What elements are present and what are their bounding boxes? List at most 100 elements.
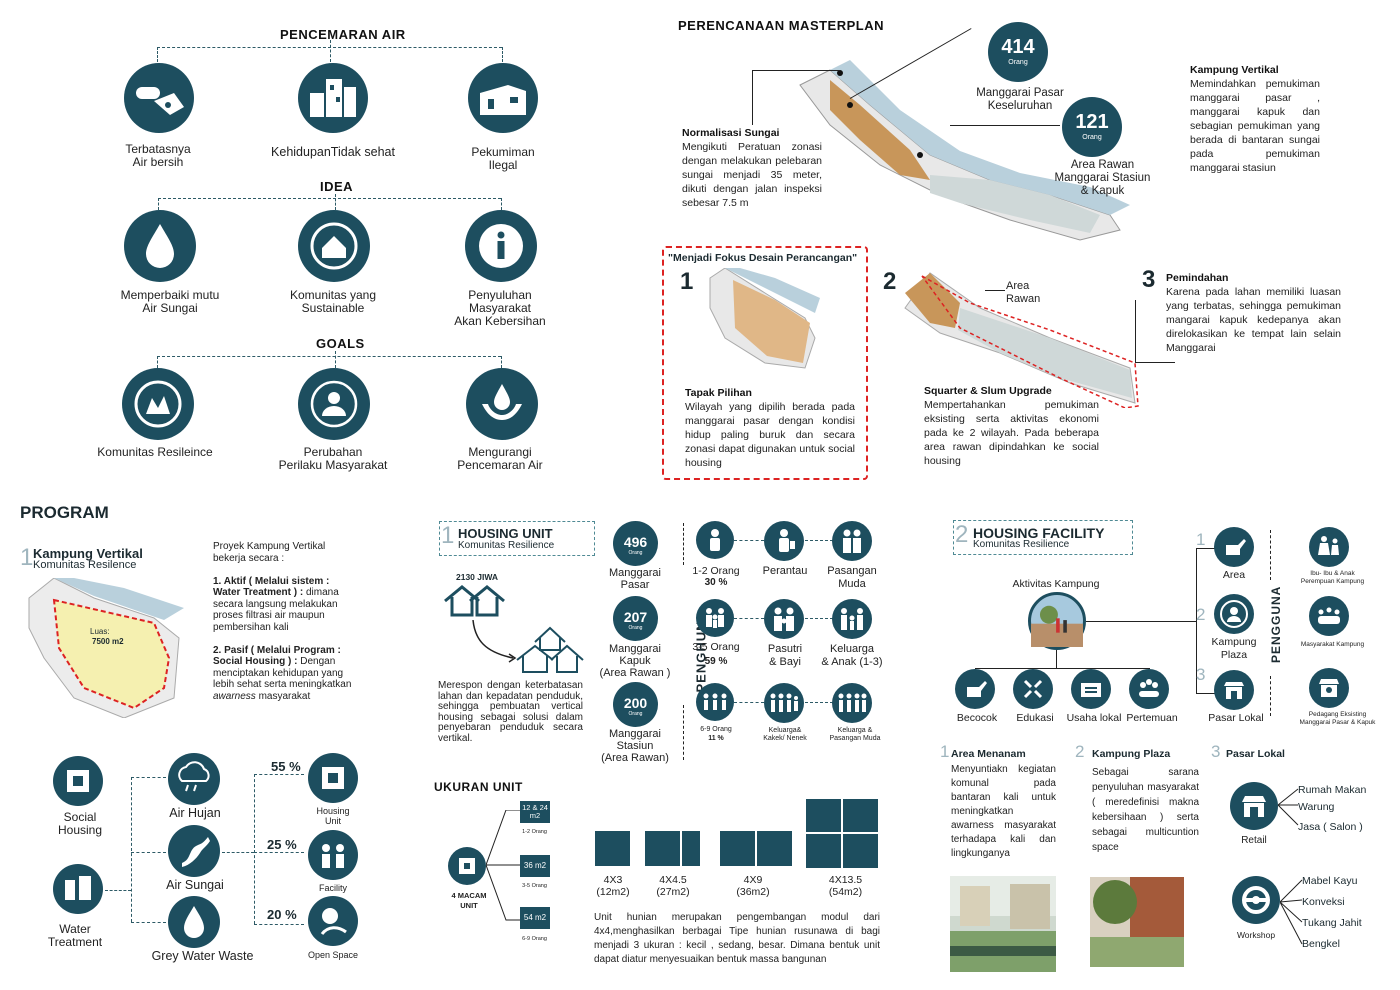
connector [158, 198, 159, 210]
pasif-em: awarness [213, 690, 256, 702]
grey-water-label: Grey Water Waste [151, 949, 254, 963]
unit-dims: 4X4.5 [659, 874, 687, 886]
leader-line [1196, 548, 1197, 693]
hu-subtitle: Komunitas Resilience [458, 540, 555, 551]
idea-label: Komunitas yang Sustainable [289, 288, 377, 315]
unit-module-icon [448, 847, 486, 885]
connector [131, 777, 132, 922]
watering-icon [955, 669, 995, 709]
connector [335, 194, 336, 210]
stat-496: 496 Orang [613, 521, 658, 566]
leader-line [950, 125, 1060, 126]
type-label: Keluarga & Anak (1-3) [821, 643, 883, 668]
goals-label: Mengurangi Pencemaran Air [457, 445, 543, 472]
unit-dims: 4X13.5 [828, 874, 863, 886]
retail-item: Rumah Makan [1298, 784, 1367, 796]
unit-area: (54m2) [828, 886, 863, 898]
connector [1270, 530, 1271, 580]
hf-subtitle: Komunitas Resilience [973, 539, 1070, 550]
connector [157, 47, 502, 48]
behavior-change-icon [298, 368, 370, 440]
facility-icon [308, 830, 358, 880]
upgrade-map [904, 272, 1139, 408]
unit-block-4x4.5 [682, 831, 700, 866]
sec2-title: Kampung Plaza [1092, 748, 1171, 760]
unit-dims: 4X9 [743, 874, 763, 886]
tapak-body: Wilayah yang dipilih berada pada manggar… [685, 401, 855, 469]
connector [222, 852, 254, 853]
open-space-icon [308, 896, 358, 946]
social-housing-label: Social Housing [57, 810, 103, 837]
pct-facility: 25 % [267, 837, 297, 852]
family-grandparents-icon [764, 683, 804, 723]
aktif-title: 1. Aktif ( Melalui sistem : Water Treatm… [213, 575, 330, 599]
type-label: Keluarga & Pasangan Muda [829, 727, 881, 742]
group-label: 3-5 Orang [692, 641, 740, 653]
leader-line [752, 70, 753, 125]
area-label: Pasar Lokal [1208, 712, 1264, 724]
shop-icon [1071, 669, 1111, 709]
shack-icon [468, 63, 538, 133]
upgrade-body: Mempertahankan pemukiman eksisting serta… [924, 399, 1099, 467]
open-space-label: Open Space [307, 950, 359, 960]
kampung-vertikal-title: Kampung Vertikal [1190, 64, 1279, 76]
jiwa-label: 2130 JIWA [456, 572, 499, 582]
stat-label: Area Rawan Manggarai Stasiun & Kapuk [1054, 159, 1151, 197]
pct-housing: 55 % [271, 759, 301, 774]
kv-title: Kampung Vertikal [33, 546, 143, 561]
leader-line [1196, 693, 1216, 694]
air-sungai-label: Air Sungai [166, 878, 224, 892]
unit-size-badge: 12 & 24 m2 [520, 801, 550, 823]
connector [158, 198, 501, 199]
connector [157, 356, 501, 357]
step-number: 3 [1142, 266, 1156, 293]
leader-line [1086, 621, 1196, 622]
activity-label: Pertemuan [1126, 712, 1178, 724]
workshop-item: Konveksi [1302, 896, 1345, 908]
pencemaran-label: Terbatasnya Air bersih [125, 142, 191, 169]
retail-label: Retail [1241, 835, 1267, 846]
idea-label: Penyuluhan Masyarakat Akan Kebersihan [454, 288, 546, 328]
luas-value: 7500 m2 [92, 637, 124, 646]
upgrade-title: Squarter & Slum Upgrade [924, 385, 1052, 397]
stat-414: 414 Orang [988, 22, 1048, 82]
user-label: Masyarakat Kampung [1300, 641, 1365, 648]
luas-label: Luas: [90, 627, 110, 636]
step-number: 1 [680, 268, 694, 295]
pencemaran-title: PENCEMARAN AIR [280, 27, 406, 42]
user-label: Pedagang Eksisting Manggarai Pasar & Kap… [1299, 711, 1376, 726]
area-label: Kampung Plaza [1211, 636, 1257, 661]
connector [501, 198, 502, 210]
pasif-end: masyarakat [255, 690, 311, 702]
resilience-icon [122, 368, 194, 440]
group-pct: 59 % [704, 656, 728, 667]
unit-area: (12m2) [596, 886, 630, 898]
stat-121: 121 Orang [1062, 97, 1122, 157]
group-label: 1-2 Orang [692, 565, 740, 577]
river-icon [168, 825, 220, 877]
area-menanam-photo [950, 876, 1056, 972]
program-desc: Proyek Kampung Vertikal bekerja secara :… [213, 541, 358, 702]
hf-number: 2 [955, 521, 969, 548]
tapak-text: Tapak Pilihan Wilayah yang dipilih berad… [685, 386, 855, 470]
unit-block-4x9 [720, 831, 755, 866]
type-label: Perantau [762, 565, 808, 577]
pencemaran-label: KehidupanTidak sehat [271, 145, 395, 159]
couple-baby-icon [764, 599, 804, 639]
education-icon [1013, 669, 1053, 709]
type-label: Pasangan Muda [827, 565, 877, 590]
couple-icon [832, 521, 872, 561]
area-num: 2 [1196, 605, 1206, 624]
person-icon [696, 521, 734, 559]
extended-family-icon [832, 683, 872, 723]
workshop-item: Mabel Kayu [1302, 875, 1358, 887]
stat-label: Manggarai Kapuk (Area Rawan ) [599, 643, 671, 679]
pct-open-space: 20 % [267, 907, 297, 922]
large-family-icon [696, 683, 734, 721]
sec2-text: Sebagai sarana penyuluhan masyarakat ( m… [1092, 767, 1199, 853]
kampung-vertikal-text: Kampung Vertikal Memindahkan pemukiman m… [1190, 63, 1320, 175]
vertical-housing-icon [472, 620, 584, 673]
connector [805, 618, 833, 619]
women-icon [1309, 527, 1349, 567]
